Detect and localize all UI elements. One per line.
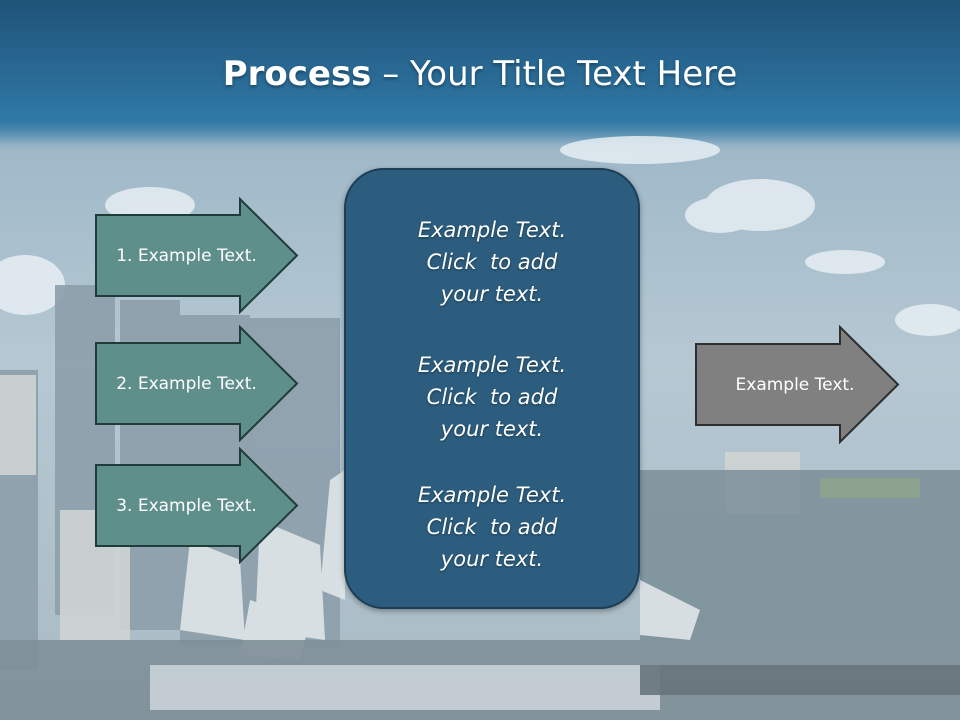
paragraph-line: your text. (440, 547, 544, 571)
arrow-shape-icon (95, 324, 299, 443)
output-arrow-label: Example Text. (735, 374, 855, 395)
paragraph-line: Example Text. (417, 483, 567, 507)
paragraph-line: Example Text. (417, 218, 567, 242)
center-paragraph-1: Example Text. Click to add your text. (346, 214, 638, 310)
paragraph-line: Click to add (426, 385, 558, 409)
center-paragraph-3: Example Text. Click to add your text. (346, 479, 638, 575)
paragraph-line: your text. (440, 282, 544, 306)
paragraph-line: Click to add (426, 515, 558, 539)
output-arrow[interactable]: Example Text. (695, 324, 900, 445)
paragraph-line: Example Text. (417, 353, 567, 377)
paragraph-line: Click to add (426, 250, 558, 274)
step-arrow-3[interactable]: 3. Example Text. (95, 446, 299, 565)
step-arrow-2[interactable]: 2. Example Text. (95, 324, 299, 443)
arrow-shape-icon (695, 324, 900, 445)
slide-title-bold: Process (222, 54, 372, 94)
slide-title-rest: – Your Title Text Here (371, 54, 738, 94)
arrow-shape-icon (95, 446, 299, 565)
step-arrow-3-label: 3. Example Text. (116, 495, 257, 516)
center-paragraph-2: Example Text. Click to add your text. (346, 349, 638, 445)
step-arrow-1-label: 1. Example Text. (116, 245, 257, 266)
paragraph-line: your text. (440, 417, 544, 441)
step-arrow-1[interactable]: 1. Example Text. (95, 196, 299, 315)
center-text-box[interactable]: Example Text. Click to add your text. Ex… (344, 168, 640, 609)
step-arrow-2-label: 2. Example Text. (116, 373, 257, 394)
arrow-shape-icon (95, 196, 299, 315)
slide-title: Process – Your Title Text Here (0, 52, 960, 96)
